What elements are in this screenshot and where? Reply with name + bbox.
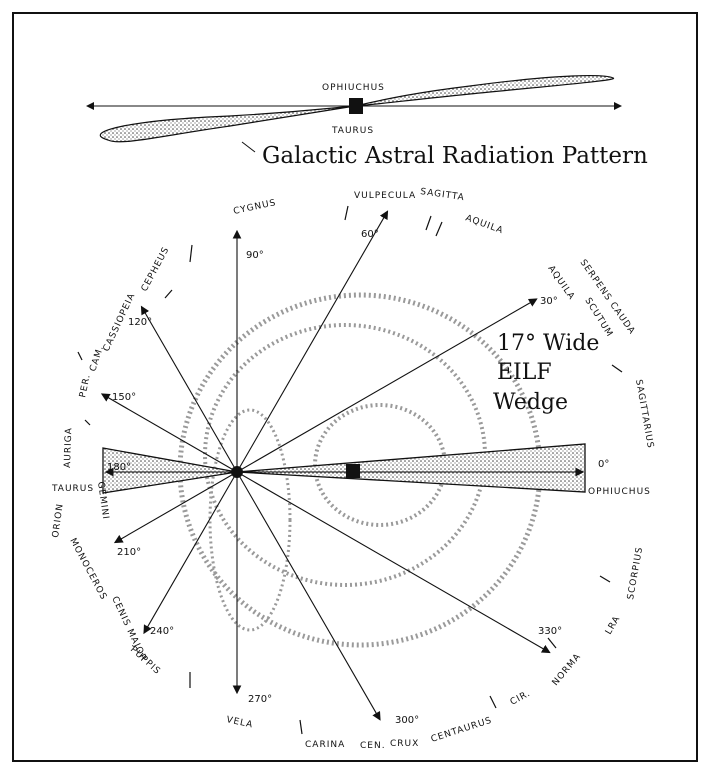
- constellation-scorpius: SCORPIUS: [626, 546, 645, 601]
- constellation-carina: CARINA: [305, 740, 345, 750]
- wedge-left: [102, 447, 238, 494]
- constellation-lra: LRA: [604, 614, 623, 636]
- degree-label-120: 120°: [128, 317, 152, 328]
- constellation-taurus: TAURUS: [51, 484, 94, 494]
- constellation-monoceros: MONOCEROS: [67, 537, 108, 602]
- diagram-title: Galactic Astral Radiation Pattern: [262, 143, 648, 169]
- constellation-cen: CEN.: [360, 741, 386, 751]
- constellation-vulpecula: VULPECULA: [354, 191, 416, 201]
- eilf-wedge: 17° Wide EILF Wedge: [102, 331, 599, 494]
- sun-marker: [346, 464, 360, 478]
- wedge-label-line1: 17° Wide: [497, 331, 599, 356]
- degree-label-210: 210°: [117, 547, 141, 558]
- direction-ray-120: [140, 305, 238, 473]
- degree-label-270: 270°: [248, 694, 272, 705]
- constellation-norma: NORMA: [551, 652, 584, 688]
- constellation-sagitta: SAGITTA: [420, 187, 466, 203]
- direction-ray-240: [143, 471, 238, 635]
- constellation-aquila-top: AQUILA: [464, 213, 505, 236]
- constellation-centaurus: CENTAURUS: [430, 716, 494, 745]
- constellation-auriga: AURIGA: [63, 427, 74, 468]
- wedge-label-line2: EILF: [497, 360, 552, 385]
- constellation-per: PER.: [78, 373, 93, 398]
- constellation-sagittarius: SAGITTARIUS: [633, 379, 655, 450]
- pattern-core: [349, 98, 363, 114]
- galaxy-arm: [208, 408, 292, 632]
- direction-ray-150: [100, 393, 238, 473]
- constellation-cam: CAM.: [88, 344, 106, 373]
- degree-label-30: 30°: [540, 296, 558, 307]
- pattern-label-top: OPHIUCHUS: [322, 83, 385, 93]
- degree-label-330: 330°: [538, 626, 562, 637]
- constellation-ticks: [77, 205, 623, 735]
- galactic-center: [231, 466, 243, 478]
- degree-labels: 0° 30° 60° 90° 120° 150° 180° 210° 240° 270° 300° 3…: [107, 229, 609, 726]
- title-pointer: [241, 141, 256, 153]
- direction-rays: [100, 210, 585, 721]
- degree-label-150: 150°: [112, 392, 136, 403]
- constellation-crux: CRUX: [390, 739, 419, 749]
- wedge-label-line3: Wedge: [493, 390, 568, 415]
- radiation-lobe: [99, 75, 615, 143]
- direction-ray-60: [236, 210, 389, 473]
- degree-label-0: 0°: [598, 459, 609, 470]
- constellation-puppis: PUPPIS: [128, 645, 162, 677]
- degree-label-60: 60°: [361, 229, 379, 240]
- constellation-cir: CIR.: [509, 689, 533, 708]
- direction-ray-300: [236, 471, 381, 721]
- constellation-orion: ORION: [51, 503, 66, 539]
- constellation-cygnus: CYGNUS: [233, 198, 278, 217]
- constellation-cepheus: CEPHEUS: [140, 245, 172, 293]
- direction-ray-210: [113, 471, 238, 544]
- direction-ray-330: [236, 471, 551, 654]
- pattern-label-bottom: TAURUS: [331, 126, 374, 136]
- constellation-ophiuchus: OPHIUCHUS: [588, 487, 651, 497]
- degree-label-180: 180°: [107, 462, 131, 473]
- radiation-pattern: OPHIUCHUS TAURUS Galactic Astral Radiati…: [86, 75, 648, 169]
- degree-label-300: 300°: [395, 715, 419, 726]
- degree-label-90: 90°: [246, 250, 264, 261]
- direction-ray-30: [236, 298, 538, 473]
- degree-label-240: 240°: [150, 626, 174, 637]
- constellation-vela: VELA: [225, 715, 254, 730]
